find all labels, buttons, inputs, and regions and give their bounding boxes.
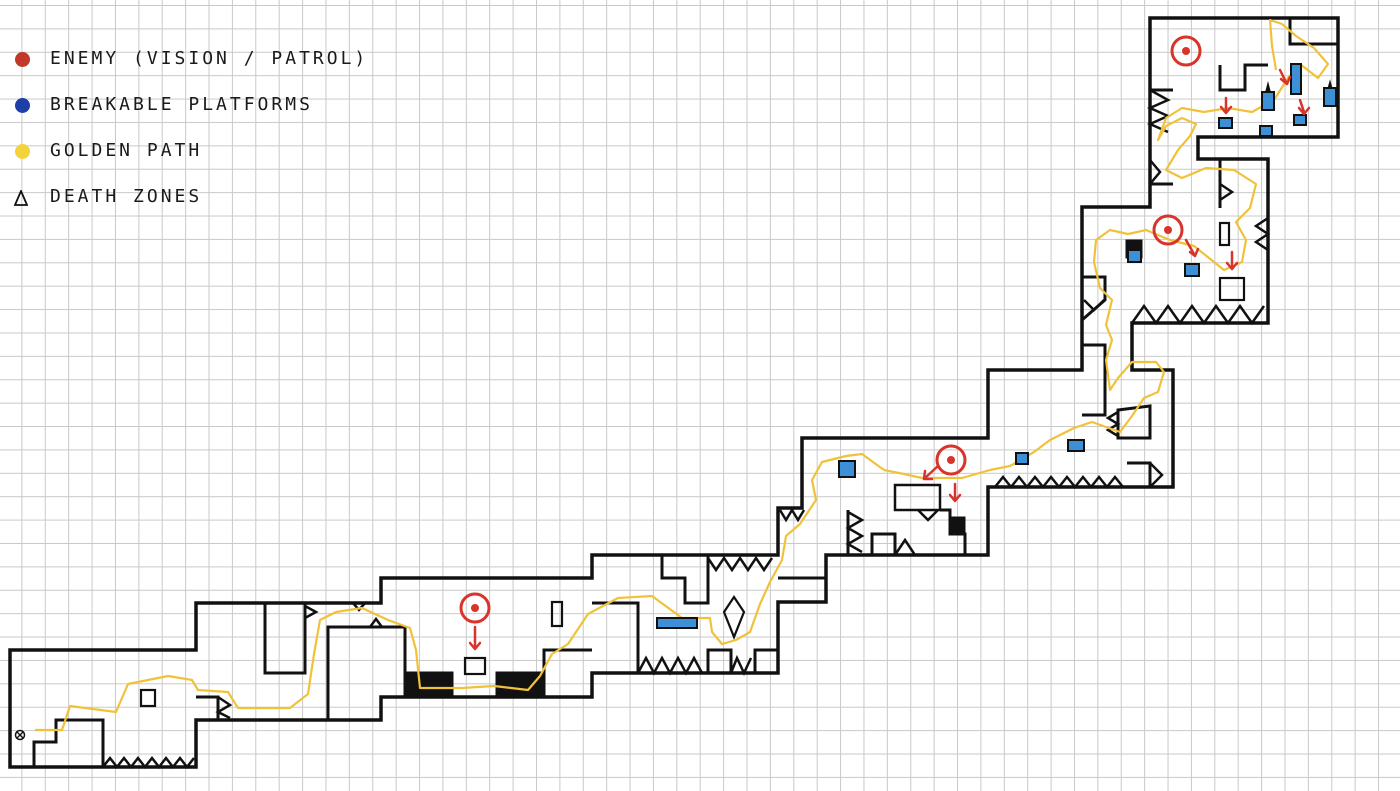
- breakable-platform: [1015, 452, 1029, 465]
- breakable-platform: [1293, 114, 1307, 126]
- legend-label-golden: GOLDEN PATH: [50, 140, 203, 161]
- golden-path: [35, 18, 1330, 732]
- breakable-platform: [1184, 263, 1200, 277]
- blue-dot-icon: [15, 98, 30, 113]
- breakable-platforms: [656, 63, 1337, 629]
- breakable-platform: [838, 460, 856, 478]
- red-dot-icon: [15, 52, 30, 67]
- legend-label-enemy: ENEMY (VISION / PATROL): [50, 48, 369, 69]
- enemies: [459, 35, 1202, 624]
- enemy-icon: [1170, 35, 1202, 67]
- patrol-arrows: [468, 68, 1311, 651]
- breakable-platform: [1290, 63, 1302, 95]
- breakable-platform: [1323, 87, 1337, 107]
- breakable-platform: [1067, 439, 1085, 452]
- breakable-platform: [1127, 249, 1142, 263]
- enemy-icon: [459, 592, 491, 624]
- breakable-platform: [1259, 125, 1273, 137]
- breakable-platform: [1261, 91, 1275, 111]
- legend-label-breakable: BREAKABLE PLATFORMS: [50, 94, 313, 115]
- level-outline: [8, 16, 1340, 769]
- triangle-icon: [14, 190, 28, 206]
- enemy-icon: [935, 444, 967, 476]
- level-walls: [32, 18, 1338, 767]
- legend-label-death: DEATH ZONES: [50, 186, 203, 207]
- yellow-dot-icon: [15, 144, 30, 159]
- start-icon: [14, 729, 26, 741]
- breakable-platform: [1218, 117, 1233, 129]
- breakable-platform: [656, 617, 698, 629]
